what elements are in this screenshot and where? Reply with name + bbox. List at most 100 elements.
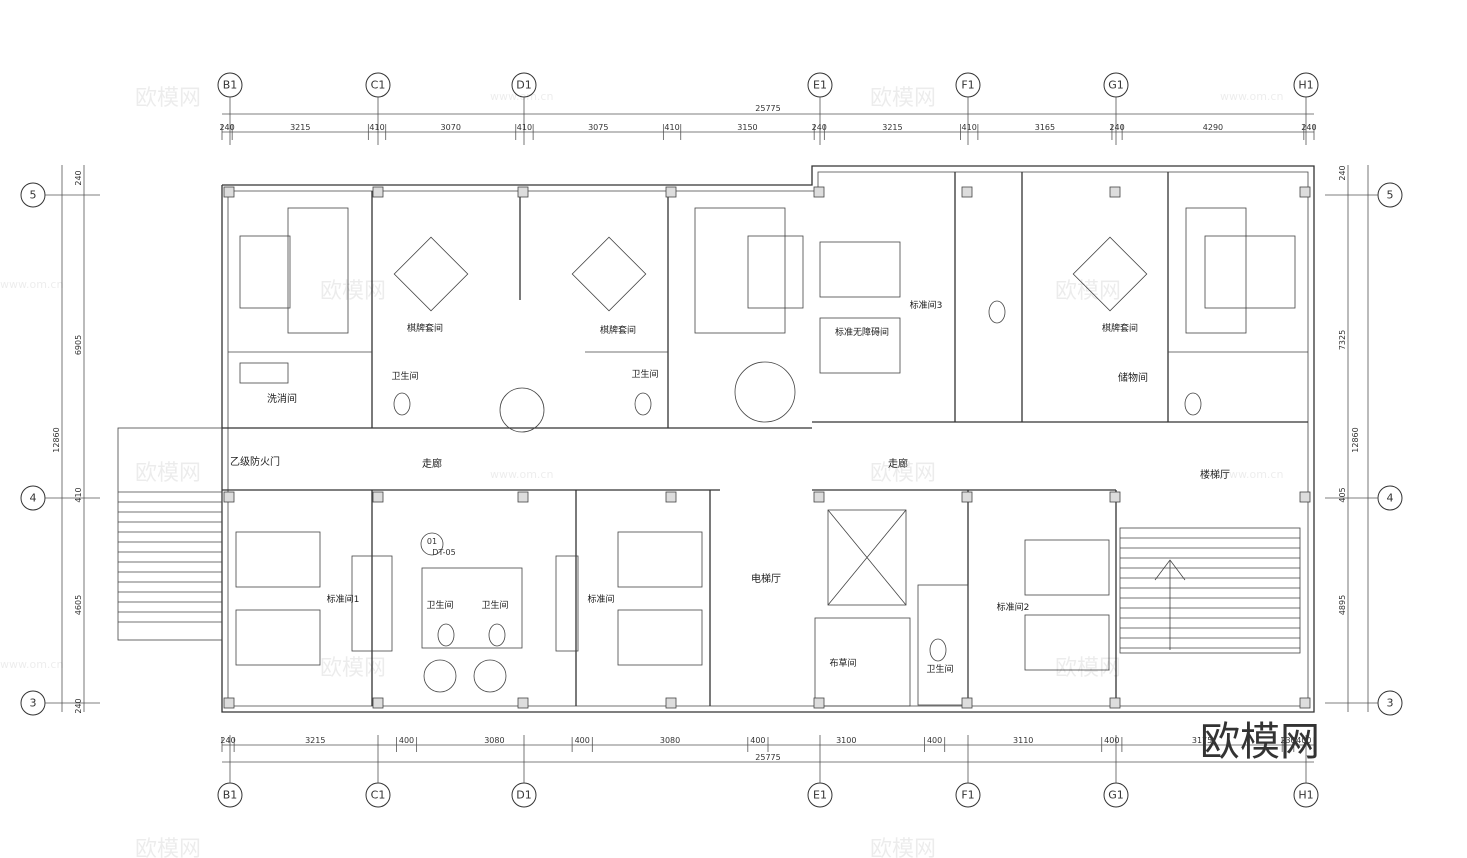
- watermark-url: www.om.cn: [1220, 90, 1283, 103]
- label-standard-room-3: 标准间3: [910, 299, 943, 311]
- dimension-segment-label: 240: [812, 123, 827, 132]
- dimension-segment-label: 3165: [1035, 123, 1055, 132]
- svg-text:C1: C1: [371, 789, 386, 802]
- watermark-text: 欧模网: [320, 656, 386, 681]
- dim-left-240: 240: [74, 170, 83, 185]
- toilet-icon: [437, 623, 455, 647]
- watermark-text: 欧模网: [135, 461, 201, 486]
- watermark-text: 欧模网: [320, 279, 386, 304]
- bed-icon: [1185, 207, 1247, 334]
- axis-E1-bottom: E1: [807, 782, 833, 808]
- dim-total-top: 25775: [755, 104, 780, 113]
- washer-icon: [239, 362, 289, 384]
- detail-tag-circle: [420, 532, 444, 556]
- svg-text:B1: B1: [223, 789, 238, 802]
- dimension-segment-label: 400: [399, 736, 414, 745]
- watermark-url: www.om.cn: [490, 468, 553, 481]
- axis-F1-top: F1: [955, 72, 981, 98]
- watermark-url: www.om.cn: [490, 90, 553, 103]
- toilet-icon: [929, 638, 947, 662]
- watermark-text: 欧模网: [870, 86, 936, 111]
- watermark-text: 欧模网: [135, 837, 201, 858]
- axis-E1-top: E1: [807, 72, 833, 98]
- axis-bubbles-rows: 5 4 3 5 4 3: [20, 182, 1403, 716]
- label-standard-room-1: 标准间1: [327, 593, 360, 605]
- dimension-segment-label: 400: [575, 736, 590, 745]
- dimension-segment-label: 3070: [441, 123, 461, 132]
- dimension-segment-label: 400: [750, 736, 765, 745]
- dim-right-4895: 4895: [1338, 595, 1347, 615]
- axis-bubbles-bottom: B1 C1 D1 E1 F1 G1 H1: [217, 782, 1319, 808]
- axis-D1-bottom: D1: [511, 782, 537, 808]
- chess-table-icon: [1072, 236, 1148, 312]
- dim-left-4605: 4605: [74, 595, 83, 615]
- label-laundry: 洗消间: [267, 392, 297, 405]
- axis-H1-top: H1: [1293, 72, 1319, 98]
- label-standard-room-4: 标准间: [587, 593, 614, 605]
- detail-tag-code: DT-05: [432, 548, 455, 557]
- dimension-chain-right: 12860 7325 4895 405 240: [1338, 165, 1369, 712]
- label-bathroom-3: 卫生间: [426, 599, 453, 611]
- label-fire-door: 乙级防火门: [230, 455, 280, 468]
- dimension-segment-label: 410: [962, 123, 977, 132]
- svg-text:D1: D1: [516, 79, 531, 92]
- axis-D1-top: D1: [511, 72, 537, 98]
- axis-3-right: 3: [1377, 690, 1403, 716]
- svg-text:C1: C1: [371, 79, 386, 92]
- dimension-segment-label: 3110: [1013, 736, 1033, 745]
- toilet-icon: [393, 392, 411, 416]
- toilet-icon: [634, 392, 652, 416]
- label-bathroom-1: 卫生间: [391, 370, 418, 382]
- building-walls: [117, 165, 1315, 713]
- bed-icon: [819, 241, 901, 298]
- bed-icon: [819, 317, 901, 374]
- dimension-segment-label: 400: [927, 736, 942, 745]
- label-chess-room-3: 棋牌套间: [1102, 322, 1138, 334]
- axis-4-left: 4: [20, 485, 46, 511]
- dim-right-405: 405: [1338, 487, 1347, 502]
- axis-F1-bottom: F1: [955, 782, 981, 808]
- plant-icon: [499, 387, 545, 433]
- brand-logo: 欧模网: [1200, 719, 1320, 765]
- chess-table-icon: [393, 236, 469, 312]
- axis-G1-top: G1: [1103, 72, 1129, 98]
- label-barrier-free-room: 标准无障碍间: [835, 326, 889, 338]
- bed-icon: [617, 531, 703, 588]
- svg-text:B1: B1: [223, 79, 238, 92]
- watermark-text: 欧模网: [870, 837, 936, 858]
- label-bathroom-2: 卫生间: [631, 368, 658, 380]
- dimension-segment-label: 3215: [290, 123, 310, 132]
- svg-text:F1: F1: [961, 789, 974, 802]
- dimension-chain-left: 12860 6905 4605 410 240 240: [52, 165, 85, 714]
- svg-text:3: 3: [1387, 697, 1394, 710]
- axis-B1-bottom: B1: [217, 782, 243, 808]
- bed-icon: [617, 609, 703, 666]
- svg-text:F1: F1: [961, 79, 974, 92]
- svg-text:H1: H1: [1298, 79, 1313, 92]
- label-bathroom-4: 卫生间: [481, 599, 508, 611]
- svg-text:D1: D1: [516, 789, 531, 802]
- label-corridor-2: 走廊: [888, 457, 908, 470]
- bed-icon: [235, 609, 321, 666]
- dim-left-410: 410: [74, 487, 83, 502]
- dimension-segment-label: 3080: [660, 736, 680, 745]
- label-linen-room: 布草间: [829, 657, 856, 669]
- axis-leaders: [45, 97, 1378, 783]
- bed-icon: [287, 207, 349, 334]
- axis-5-right: 5: [1377, 182, 1403, 208]
- dim-left-240b: 240: [74, 698, 83, 713]
- svg-text:G1: G1: [1108, 789, 1124, 802]
- dimension-segment-label: 240: [1109, 123, 1124, 132]
- toilet-icon: [488, 623, 506, 647]
- dimension-segment-label: 410: [369, 123, 384, 132]
- dimension-segment-label: 3215: [305, 736, 325, 745]
- label-corridor-1: 走廊: [422, 457, 442, 470]
- dimension-segment-label: 3150: [737, 123, 757, 132]
- watermark-text: 欧模网: [1055, 656, 1121, 681]
- dim-right-240: 240: [1338, 165, 1347, 180]
- axis-G1-bottom: G1: [1103, 782, 1129, 808]
- dimension-segment-label: 230: [1280, 736, 1295, 745]
- svg-text:G1: G1: [1108, 79, 1124, 92]
- dimension-segment-label: 240: [220, 736, 235, 745]
